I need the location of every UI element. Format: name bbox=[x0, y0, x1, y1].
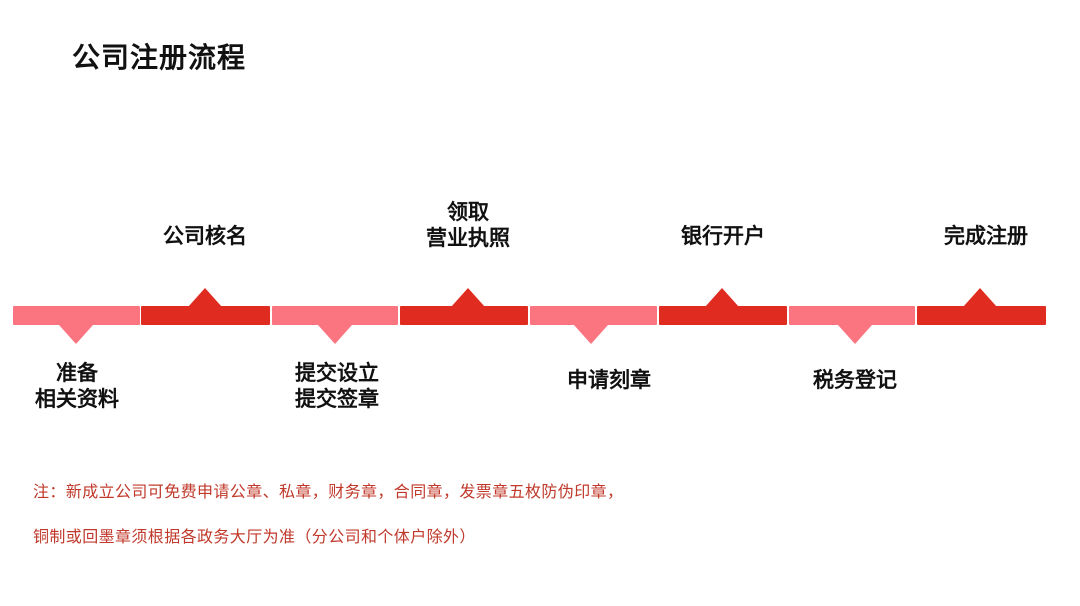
down-triangle-icon-1 bbox=[59, 325, 93, 344]
timeline-segment-8[interactable] bbox=[917, 306, 1046, 325]
footnote-line-1: 注：新成立公司可免费申请公章、私章，财务章，合同章，发票章五枚防伪印章， bbox=[33, 484, 624, 501]
step-label-3: 提交设立 提交签章 bbox=[295, 362, 379, 411]
up-triangle-icon-6 bbox=[705, 288, 739, 307]
timeline-segment-1[interactable] bbox=[13, 306, 140, 325]
step-label-1: 准备 相关资料 bbox=[35, 362, 119, 411]
timeline-segment-3[interactable] bbox=[272, 306, 398, 325]
up-triangle-icon-2 bbox=[188, 288, 222, 307]
step-label-4: 领取 营业执照 bbox=[426, 201, 510, 250]
step-label-5: 申请刻章 bbox=[567, 369, 651, 392]
timeline-segment-2[interactable] bbox=[141, 306, 270, 325]
step-label-6: 银行开户 bbox=[681, 225, 765, 248]
timeline-segment-7[interactable] bbox=[789, 306, 915, 325]
timeline-segment-6[interactable] bbox=[659, 306, 787, 325]
up-triangle-icon-8 bbox=[963, 288, 997, 307]
timeline-segment-5[interactable] bbox=[530, 306, 657, 325]
footnote-line-2: 铜制或回墨章须根据各政务大厅为准（分公司和个体户除外） bbox=[33, 529, 476, 546]
down-triangle-icon-5 bbox=[574, 325, 608, 344]
page-title: 公司注册流程 bbox=[72, 42, 247, 73]
timeline-segment-4[interactable] bbox=[400, 306, 528, 325]
step-label-2: 公司核名 bbox=[163, 225, 247, 248]
up-triangle-icon-4 bbox=[451, 288, 485, 307]
down-triangle-icon-3 bbox=[318, 325, 352, 344]
down-triangle-icon-7 bbox=[838, 325, 872, 344]
step-label-7: 税务登记 bbox=[813, 369, 897, 392]
step-label-8: 完成注册 bbox=[944, 225, 1028, 248]
